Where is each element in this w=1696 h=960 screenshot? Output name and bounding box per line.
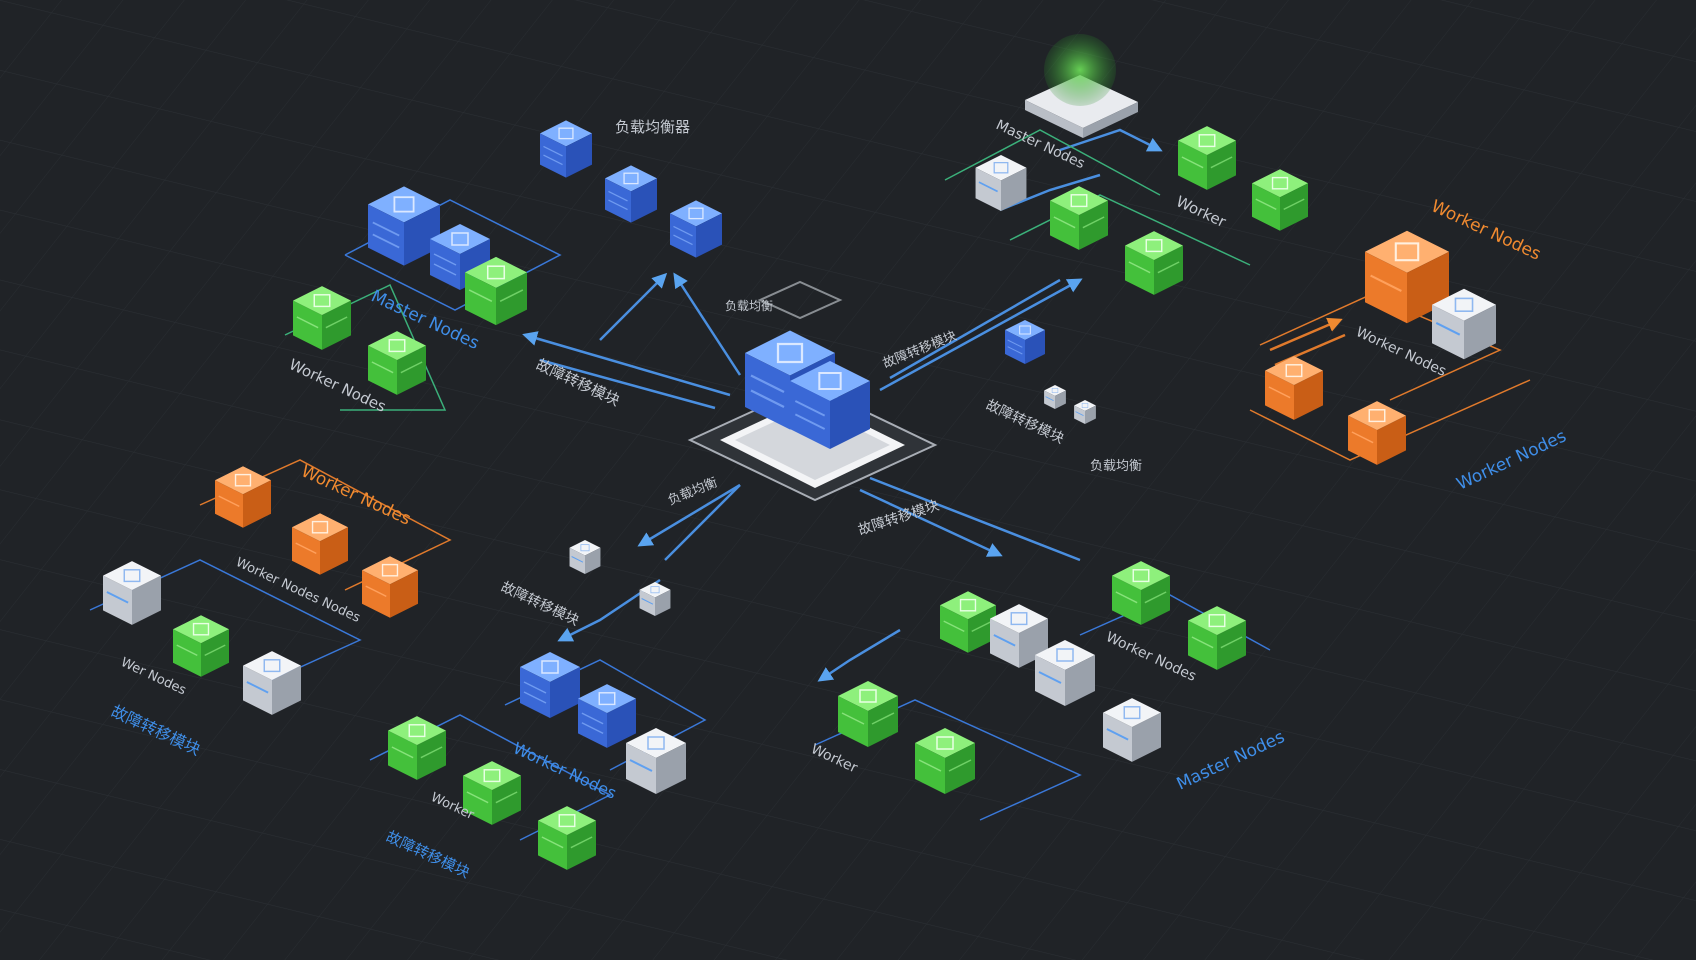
outline-top-right-2 (1009, 194, 1251, 266)
label-top-left-cn: 负载均衡器 (615, 118, 690, 136)
label-center-right-2: 负载均衡 (1090, 459, 1142, 474)
link-top-lb (599, 272, 668, 341)
link-center-to-bottomright (859, 488, 1003, 557)
link-center-to-topleft (522, 331, 731, 397)
link-topright-internal-2 (999, 173, 1101, 212)
central-load-balancer[interactable] (687, 280, 938, 502)
outline-top-right (944, 129, 1161, 196)
outline-right-orange-2 (1249, 379, 1531, 461)
link-bottomright-internal (817, 628, 901, 682)
link-center-to-topleft-2 (539, 358, 716, 410)
link-center-to-top (673, 272, 742, 376)
link-center-to-bottomleft (637, 483, 741, 547)
top-right-cluster (974, 34, 1309, 425)
link-center-to-topright (879, 278, 1083, 392)
connection-links (522, 128, 1163, 682)
link-center-to-bottomleft-2 (664, 484, 741, 561)
label-center-top: 负载均衡 (725, 299, 773, 313)
link-orange-right (1269, 317, 1343, 352)
link-center-to-bottomright-2 (869, 476, 1081, 562)
link-topright-internal (1059, 128, 1163, 152)
link-center-to-topright-2 (889, 278, 1061, 380)
glowing-monitor-node[interactable] (1044, 34, 1116, 106)
